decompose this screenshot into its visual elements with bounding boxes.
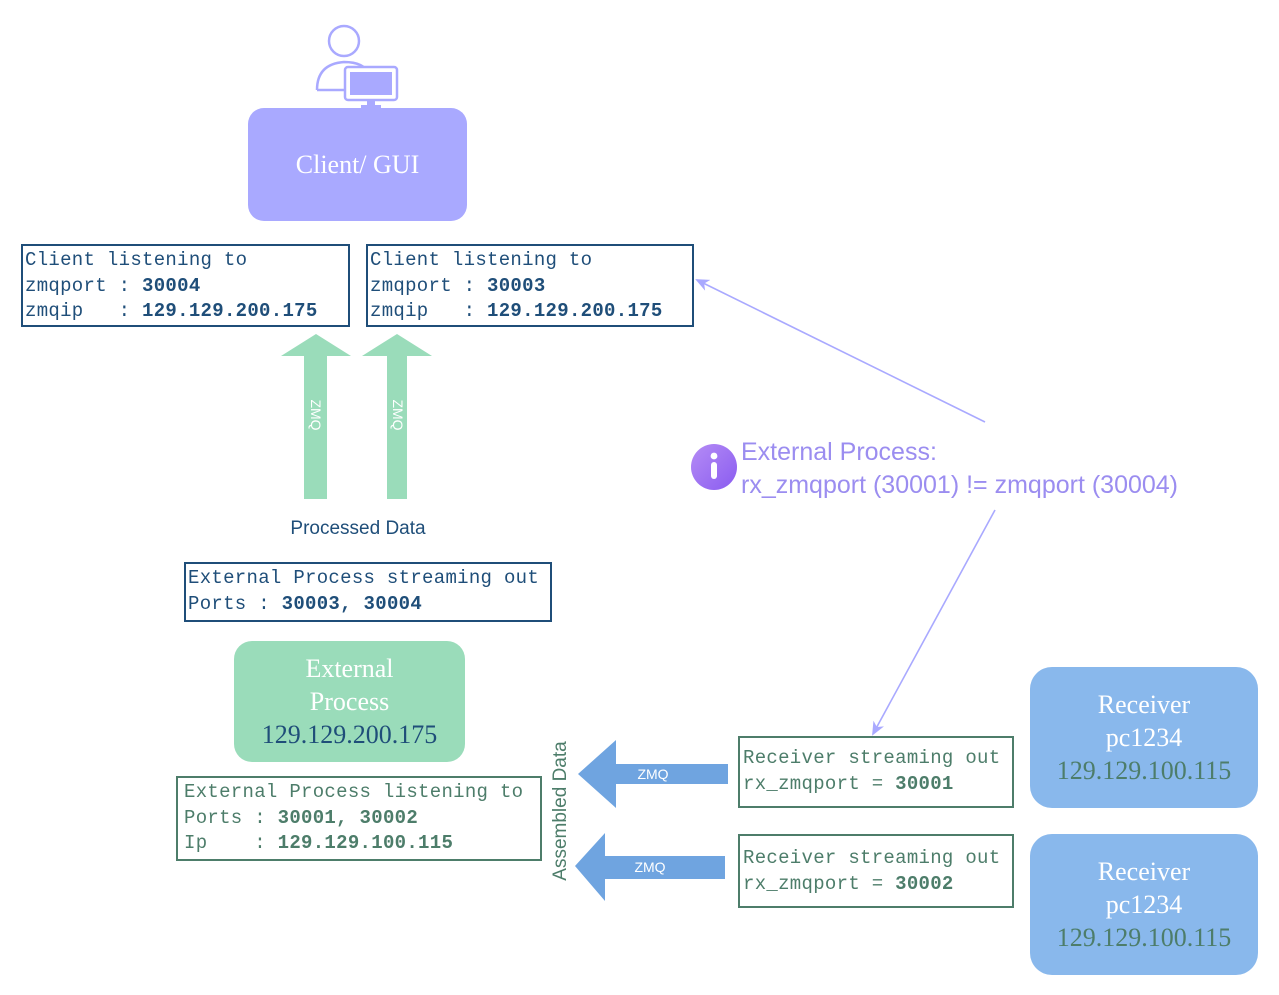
external-stream-box: External Process streaming out Ports : 3… (184, 562, 552, 622)
external-process-node: External Process 129.129.200.175 (234, 641, 465, 762)
receiver-stream-2-port-value: 30002 (895, 872, 954, 895)
client-box-2-title: Client listening to (370, 249, 593, 271)
zmq-up-label-1: ZMQ (308, 399, 324, 431)
receiver-2-line1: Receiver (1097, 857, 1191, 886)
receiver-2-ip: 129.129.100.115 (1056, 923, 1232, 952)
external-listening-title: External Process listening to (184, 781, 524, 803)
receiver-stream-box-2: Receiver streaming out rx_zmqport = 3000… (738, 834, 1014, 908)
note-to-client-connector (695, 279, 986, 423)
external-process-line1: External (305, 654, 394, 683)
external-process-line2: Process (309, 687, 390, 716)
client-box-2-port-key: zmqport : (370, 274, 488, 297)
note-to-receiver-connector (872, 509, 996, 736)
receiver-node-2: Receiver pc1234 129.129.100.115 (1030, 834, 1258, 975)
external-stream-ports-value: 30003, 30004 (281, 592, 423, 615)
external-listening-box: External Process listening to Ports : 30… (176, 776, 542, 861)
receiver-1-line1: Receiver (1097, 690, 1191, 719)
client-box-2-ip-value: 129.129.200.175 (487, 300, 663, 322)
receiver-stream-2-port-key: rx_zmqport = (743, 872, 896, 895)
zmq-left-label-1: ZMQ (637, 766, 669, 782)
external-stream-title: External Process streaming out (188, 567, 540, 589)
client-box-1-title: Client listening to (25, 249, 248, 271)
note-condition: rx_zmqport (30001) != zmqport (30004) (741, 471, 1179, 499)
client-box-1-ip-value: 129.129.200.175 (142, 300, 318, 322)
external-process-ip: 129.129.200.175 (261, 720, 438, 749)
client-listening-box-1: Client listening to zmqport : 30004 zmqi… (21, 244, 350, 327)
external-listening-ip-key: Ip : (184, 832, 278, 854)
receiver-stream-box-1: Receiver streaming out rx_zmqport = 3000… (738, 736, 1014, 808)
receiver-stream-1-port-value: 30001 (895, 772, 954, 795)
external-process-note: External Process: rx_zmqport (30001) != … (741, 436, 1271, 506)
external-listening-ports-key: Ports : (184, 806, 278, 829)
receiver-2-line2: pc1234 (1105, 890, 1183, 919)
user-computer-icon (315, 24, 399, 108)
client-box-2-port-value: 30003 (487, 274, 546, 297)
client-gui-label: Client/ GUI (295, 149, 420, 179)
note-title: External Process: (741, 438, 937, 466)
external-stream-ports-key: Ports : (188, 592, 282, 615)
client-box-1-port-value: 30004 (142, 274, 201, 297)
info-icon (691, 444, 737, 490)
client-box-2-ip-key: zmqip : (370, 300, 488, 322)
external-listening-ports-value: 30001, 30002 (277, 806, 419, 829)
zmq-up-label-2: ZMQ (390, 399, 406, 431)
client-box-1-port-key: zmqport : (25, 274, 143, 297)
zmq-left-arrow-2 (575, 833, 725, 901)
zmq-left-label-2: ZMQ (634, 859, 666, 875)
client-gui-node: Client/ GUI (248, 108, 467, 221)
receiver-stream-1-title: Receiver streaming out (743, 747, 1001, 769)
zmq-up-arrow-2 (362, 334, 432, 499)
client-box-1-ip-key: zmqip : (25, 300, 143, 322)
zmq-up-arrow-1 (281, 334, 351, 499)
assembled-data-label: Assembled Data (550, 741, 571, 881)
receiver-node-1: Receiver pc1234 129.129.100.115 (1030, 667, 1258, 808)
receiver-stream-2-title: Receiver streaming out (743, 847, 1001, 869)
processed-data-label: Processed Data (290, 518, 426, 539)
receiver-stream-1-port-key: rx_zmqport = (743, 772, 896, 795)
receiver-1-ip: 129.129.100.115 (1056, 756, 1232, 785)
client-listening-box-2: Client listening to zmqport : 30003 zmqi… (366, 244, 694, 327)
zmq-left-arrow-1 (578, 740, 728, 808)
external-listening-ip-value: 129.129.100.115 (277, 832, 454, 854)
receiver-1-line2: pc1234 (1105, 723, 1183, 752)
